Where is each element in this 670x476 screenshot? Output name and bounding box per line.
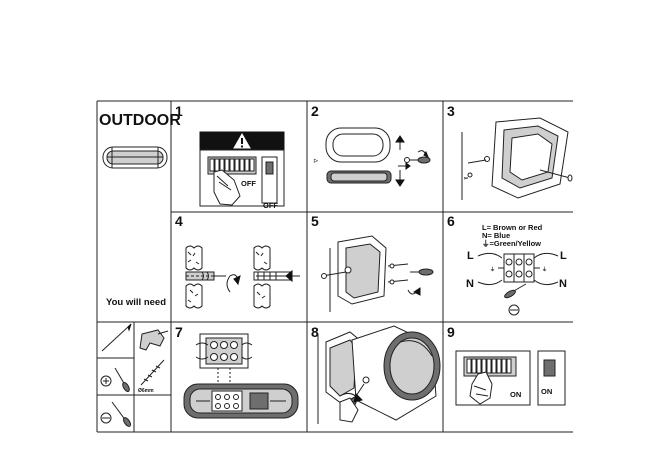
step-6-terminal-block-illustration: ⏚ ⏚ — [477, 252, 559, 316]
legend-earth: ⏚=Green/Yellow — [482, 239, 541, 248]
step-4-drill-plug-illustration — [185, 245, 300, 309]
step-2-number: 2 — [311, 103, 319, 119]
step-9-number: 9 — [447, 324, 455, 340]
svg-text:✂: ✂ — [464, 176, 469, 182]
drill-bit-size-label: Ø6mm — [138, 388, 154, 394]
legend-neutral: N= Blue — [482, 231, 510, 240]
step-5-number: 5 — [311, 213, 319, 229]
grid — [96, 100, 573, 433]
step-1-switch-off-label: OFF — [263, 201, 278, 210]
flat-screwdriver-icon — [100, 401, 132, 427]
step-numbers: 1 2 3 4 5 6 7 8 9 — [175, 103, 455, 340]
step-1-number: 1 — [175, 103, 183, 119]
wall-section-right — [253, 245, 291, 309]
step-6-wiring-legend: L= Brown or Red N= Blue ⏚=Green/Yellow — [482, 223, 543, 248]
legend-live: L= Brown or Red — [482, 223, 543, 232]
pencil-icon — [101, 323, 132, 352]
you-will-need-label: You will need — [106, 297, 166, 308]
flat-screwdriver-icon — [504, 283, 527, 316]
svg-text:▷: ▷ — [313, 158, 319, 164]
warning-triangle-icon — [233, 132, 251, 149]
svg-text:⏚: ⏚ — [490, 266, 495, 273]
step-9-switch-on-illustration — [455, 350, 566, 406]
step-9-breaker-on-label: ON — [510, 390, 521, 399]
arrow-icon — [226, 274, 241, 293]
step-1-switch-off-illustration — [199, 131, 285, 207]
step-4-number: 4 — [175, 213, 183, 229]
step-3-mount-base-illustration: ✂ — [461, 117, 573, 200]
arrow-icon — [339, 392, 363, 403]
step-7-number: 7 — [175, 324, 183, 340]
step-7-wiring-detail-illustration — [183, 333, 299, 419]
arrow-icon — [285, 269, 300, 283]
step-3-number: 3 — [447, 103, 455, 119]
step-6-number: 6 — [447, 213, 455, 229]
drill-icon — [139, 329, 169, 351]
step-2-open-cover-illustration: ▷ — [313, 127, 431, 187]
step-8-close-cover-illustration — [317, 325, 441, 424]
terminal-l-left: L — [467, 250, 474, 262]
step-9-switch-on-label: ON — [541, 387, 552, 396]
arrow-icon — [407, 287, 421, 296]
phillips-screwdriver-icon — [404, 156, 431, 164]
luminaire-front-view — [102, 146, 168, 169]
terminal-n-right: N — [559, 278, 567, 290]
masonry-bit-icon — [140, 359, 165, 386]
step-5-screw-base-illustration — [321, 235, 434, 312]
terminal-n-left: N — [466, 278, 474, 290]
arrow-icon — [395, 135, 429, 187]
terminal-l-right: L — [560, 250, 567, 262]
page-title: OUTDOOR — [99, 112, 181, 129]
step-1-breaker-off-label: OFF — [241, 179, 256, 188]
wall-section-left — [185, 245, 215, 309]
phillips-screwdriver-icon — [100, 367, 130, 393]
svg-text:⏚: ⏚ — [542, 266, 547, 273]
step-8-number: 8 — [311, 324, 319, 340]
phillips-screwdriver-icon — [410, 268, 434, 276]
